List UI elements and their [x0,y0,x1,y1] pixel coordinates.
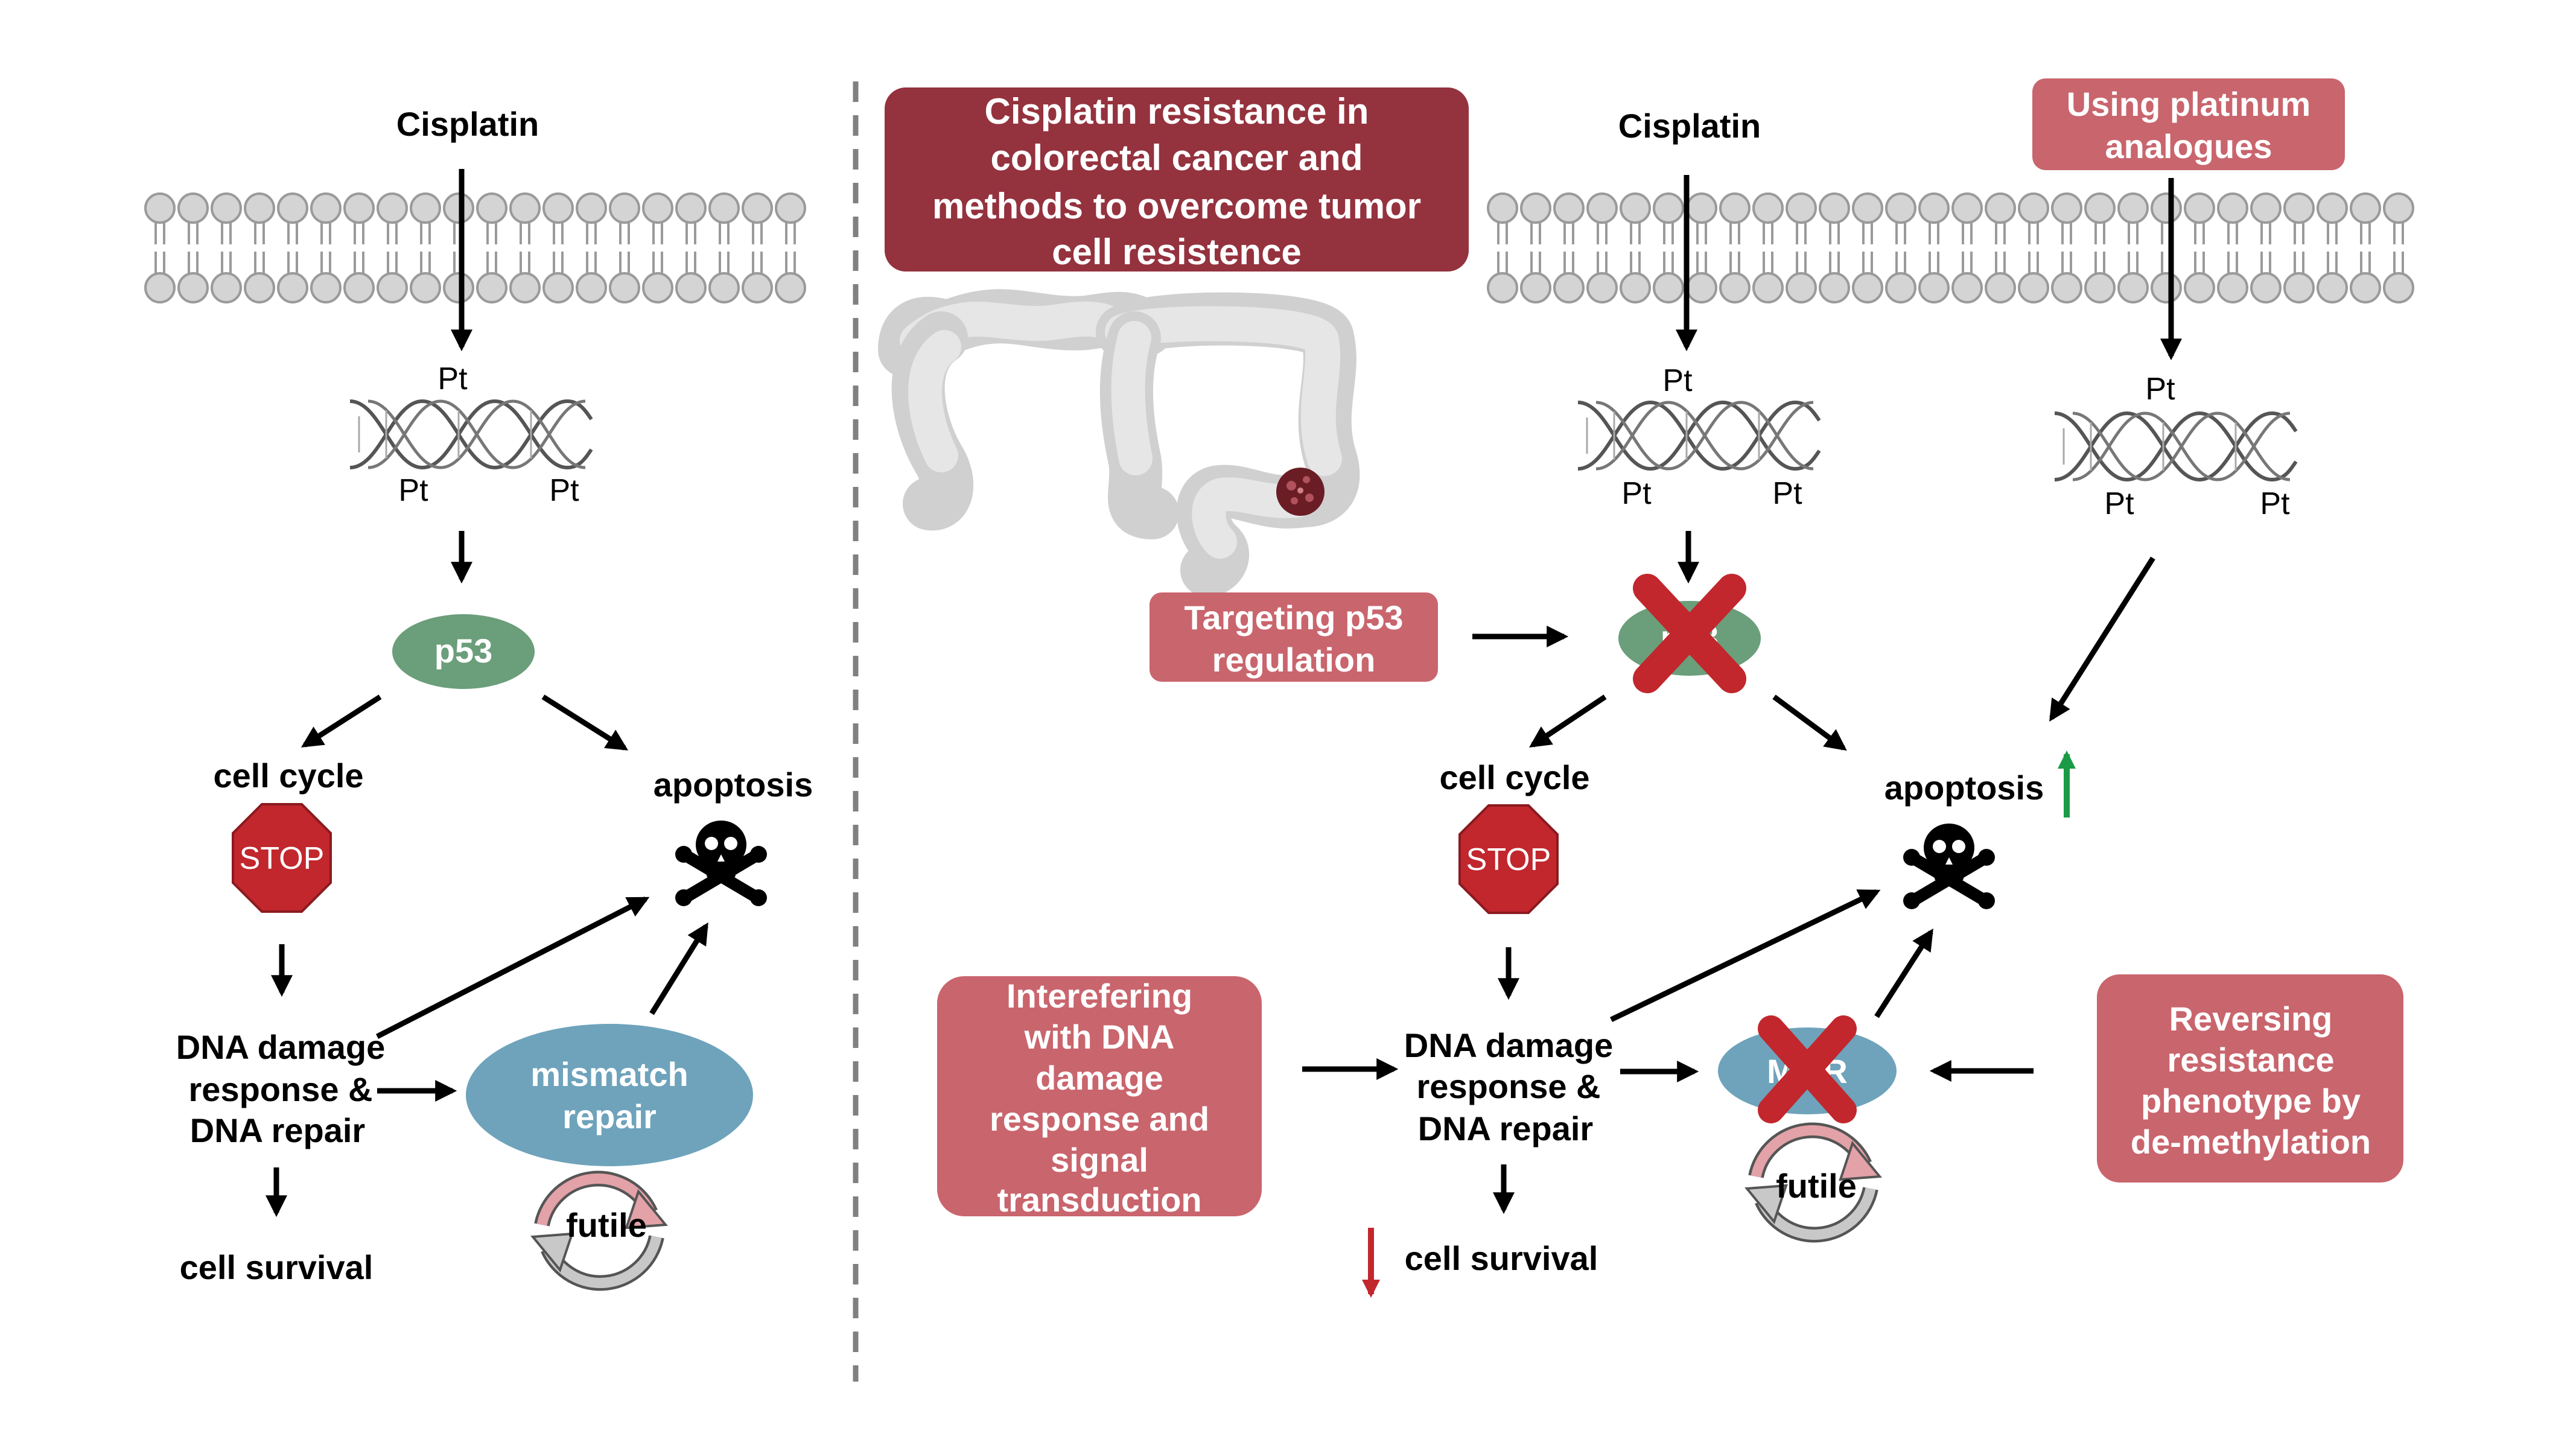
pt-label-left-lower-right: Pt [549,473,579,508]
skull-crossbones-right [1903,824,1995,909]
arrow-p53-to-apoptosis-right [1772,694,1847,751]
targeting-p53-box [1150,592,1438,682]
platinum-analogues-line2: analogues [2105,127,2272,165]
arrow-mmr-to-apoptosis-right [1874,928,1933,1018]
stop-label-left: STOP [240,841,325,876]
arrow-mmr-to-apoptosis-left [649,922,708,1015]
arrow-p53-to-cellcycle-right [1529,694,1607,748]
skull-crossbones-left [675,821,767,906]
cell-membrane-right [1487,192,2414,303]
svg-text:signal: signal [1051,1141,1148,1179]
svg-text:Cisplatin resistance in: Cisplatin resistance in [985,91,1369,132]
mismatch-repair-label-line1: mismatch [530,1055,688,1093]
colon-illustration [878,289,1360,597]
cisplatin-label-right: Cisplatin [1618,107,1761,145]
svg-text:DNA repair: DNA repair [1418,1110,1593,1148]
interfering-ddr-text: Interefering with DNA damage response an… [990,977,1209,1219]
arrow-dna2-to-apoptosis [2049,556,2155,722]
title-box [885,87,1469,271]
reversing-resistance-text: Reversing resistance phenotype by de-met… [2131,1000,2371,1161]
apoptosis-label-left: apoptosis [654,766,813,804]
svg-text:colorectal cancer and: colorectal cancer and [991,138,1363,178]
stop-sign-right [1458,804,1559,914]
pt-label-r1-lower-left: Pt [1621,476,1652,511]
targeting-p53-line2: regulation [1212,641,1376,679]
cell-membrane-left [144,192,806,303]
red-x-over-p53 [1633,574,1746,693]
svg-text:response and: response and [990,1100,1209,1138]
svg-text:methods to overcome tumor: methods to overcome tumor [932,186,1421,226]
svg-text:Reversing: Reversing [2169,1000,2333,1038]
svg-text:with DNA: with DNA [1024,1018,1175,1056]
pt-label-r1-lower-right: Pt [1772,476,1802,511]
cell-cycle-label-right: cell cycle [1439,758,1589,796]
svg-text:DNA repair: DNA repair [190,1111,365,1149]
pt-label-r2-lower-left: Pt [2104,486,2134,521]
cell-cycle-label-left: cell cycle [213,757,363,795]
mismatch-repair-label-line2: repair [562,1097,657,1135]
dna-helix-right-1 [1578,402,1819,469]
svg-text:resistance: resistance [2167,1041,2334,1079]
pt-label-r2-lower-right: Pt [2260,486,2290,521]
svg-text:transduction: transduction [997,1181,1201,1219]
platinum-analogues-line1: Using platinum [2067,85,2310,123]
reversing-resistance-box [2097,974,2403,1183]
svg-text:DNA damage: DNA damage [176,1028,385,1066]
arrow-p53-to-cellcycle-left [301,694,382,748]
stop-label-right: STOP [1466,842,1551,877]
pt-label-r2-top: Pt [2145,372,2175,407]
cell-survival-label-right: cell survival [1405,1239,1598,1277]
red-x-over-mmr [1758,1015,1857,1123]
futile-label-right: futile [1776,1167,1857,1205]
cell-survival-label-left: cell survival [180,1248,374,1286]
pt-label-left-lower-left: Pt [398,473,428,508]
cisplatin-label-left: Cisplatin [396,105,539,143]
mismatch-repair-node-left [466,1024,753,1166]
svg-text:DNA damage: DNA damage [1404,1026,1613,1064]
p53-node-left [392,614,535,689]
arrow-p53-to-apoptosis-left [541,694,629,751]
apoptosis-label-right: apoptosis [1884,769,2044,807]
svg-text:phenotype by: phenotype by [2141,1082,2361,1120]
dna-helix-left [350,401,591,468]
arrow-ddr-to-apoptosis-left [375,896,650,1040]
svg-text:damage: damage [1035,1059,1163,1097]
pt-label-left-top: Pt [437,361,468,396]
svg-text:cell resistence: cell resistence [1052,232,1302,272]
interfering-ddr-box [937,976,1262,1216]
title-text: Cisplatin resistance in colorectal cance… [932,91,1421,272]
svg-text:response &: response & [1417,1067,1601,1105]
futile-label-left: futile [566,1206,647,1244]
targeting-p53-line1: Targeting p53 [1184,598,1403,637]
dna-damage-label-right: DNA damage response & DNA repair [1404,1026,1613,1148]
svg-text:response &: response & [189,1070,373,1108]
svg-text:de-methylation: de-methylation [2131,1123,2371,1161]
platinum-analogues-box [2032,78,2345,170]
arrow-ddr-to-apoptosis-right [1610,889,1881,1023]
dna-helix-right-2 [2055,413,2296,480]
svg-text:Interefering: Interefering [1007,977,1192,1015]
pt-label-r1-top: Pt [1662,363,1693,398]
p53-label-left: p53 [434,632,493,670]
dna-damage-label-left: DNA damage response & DNA repair [176,1028,385,1149]
stop-sign-left [232,803,332,913]
